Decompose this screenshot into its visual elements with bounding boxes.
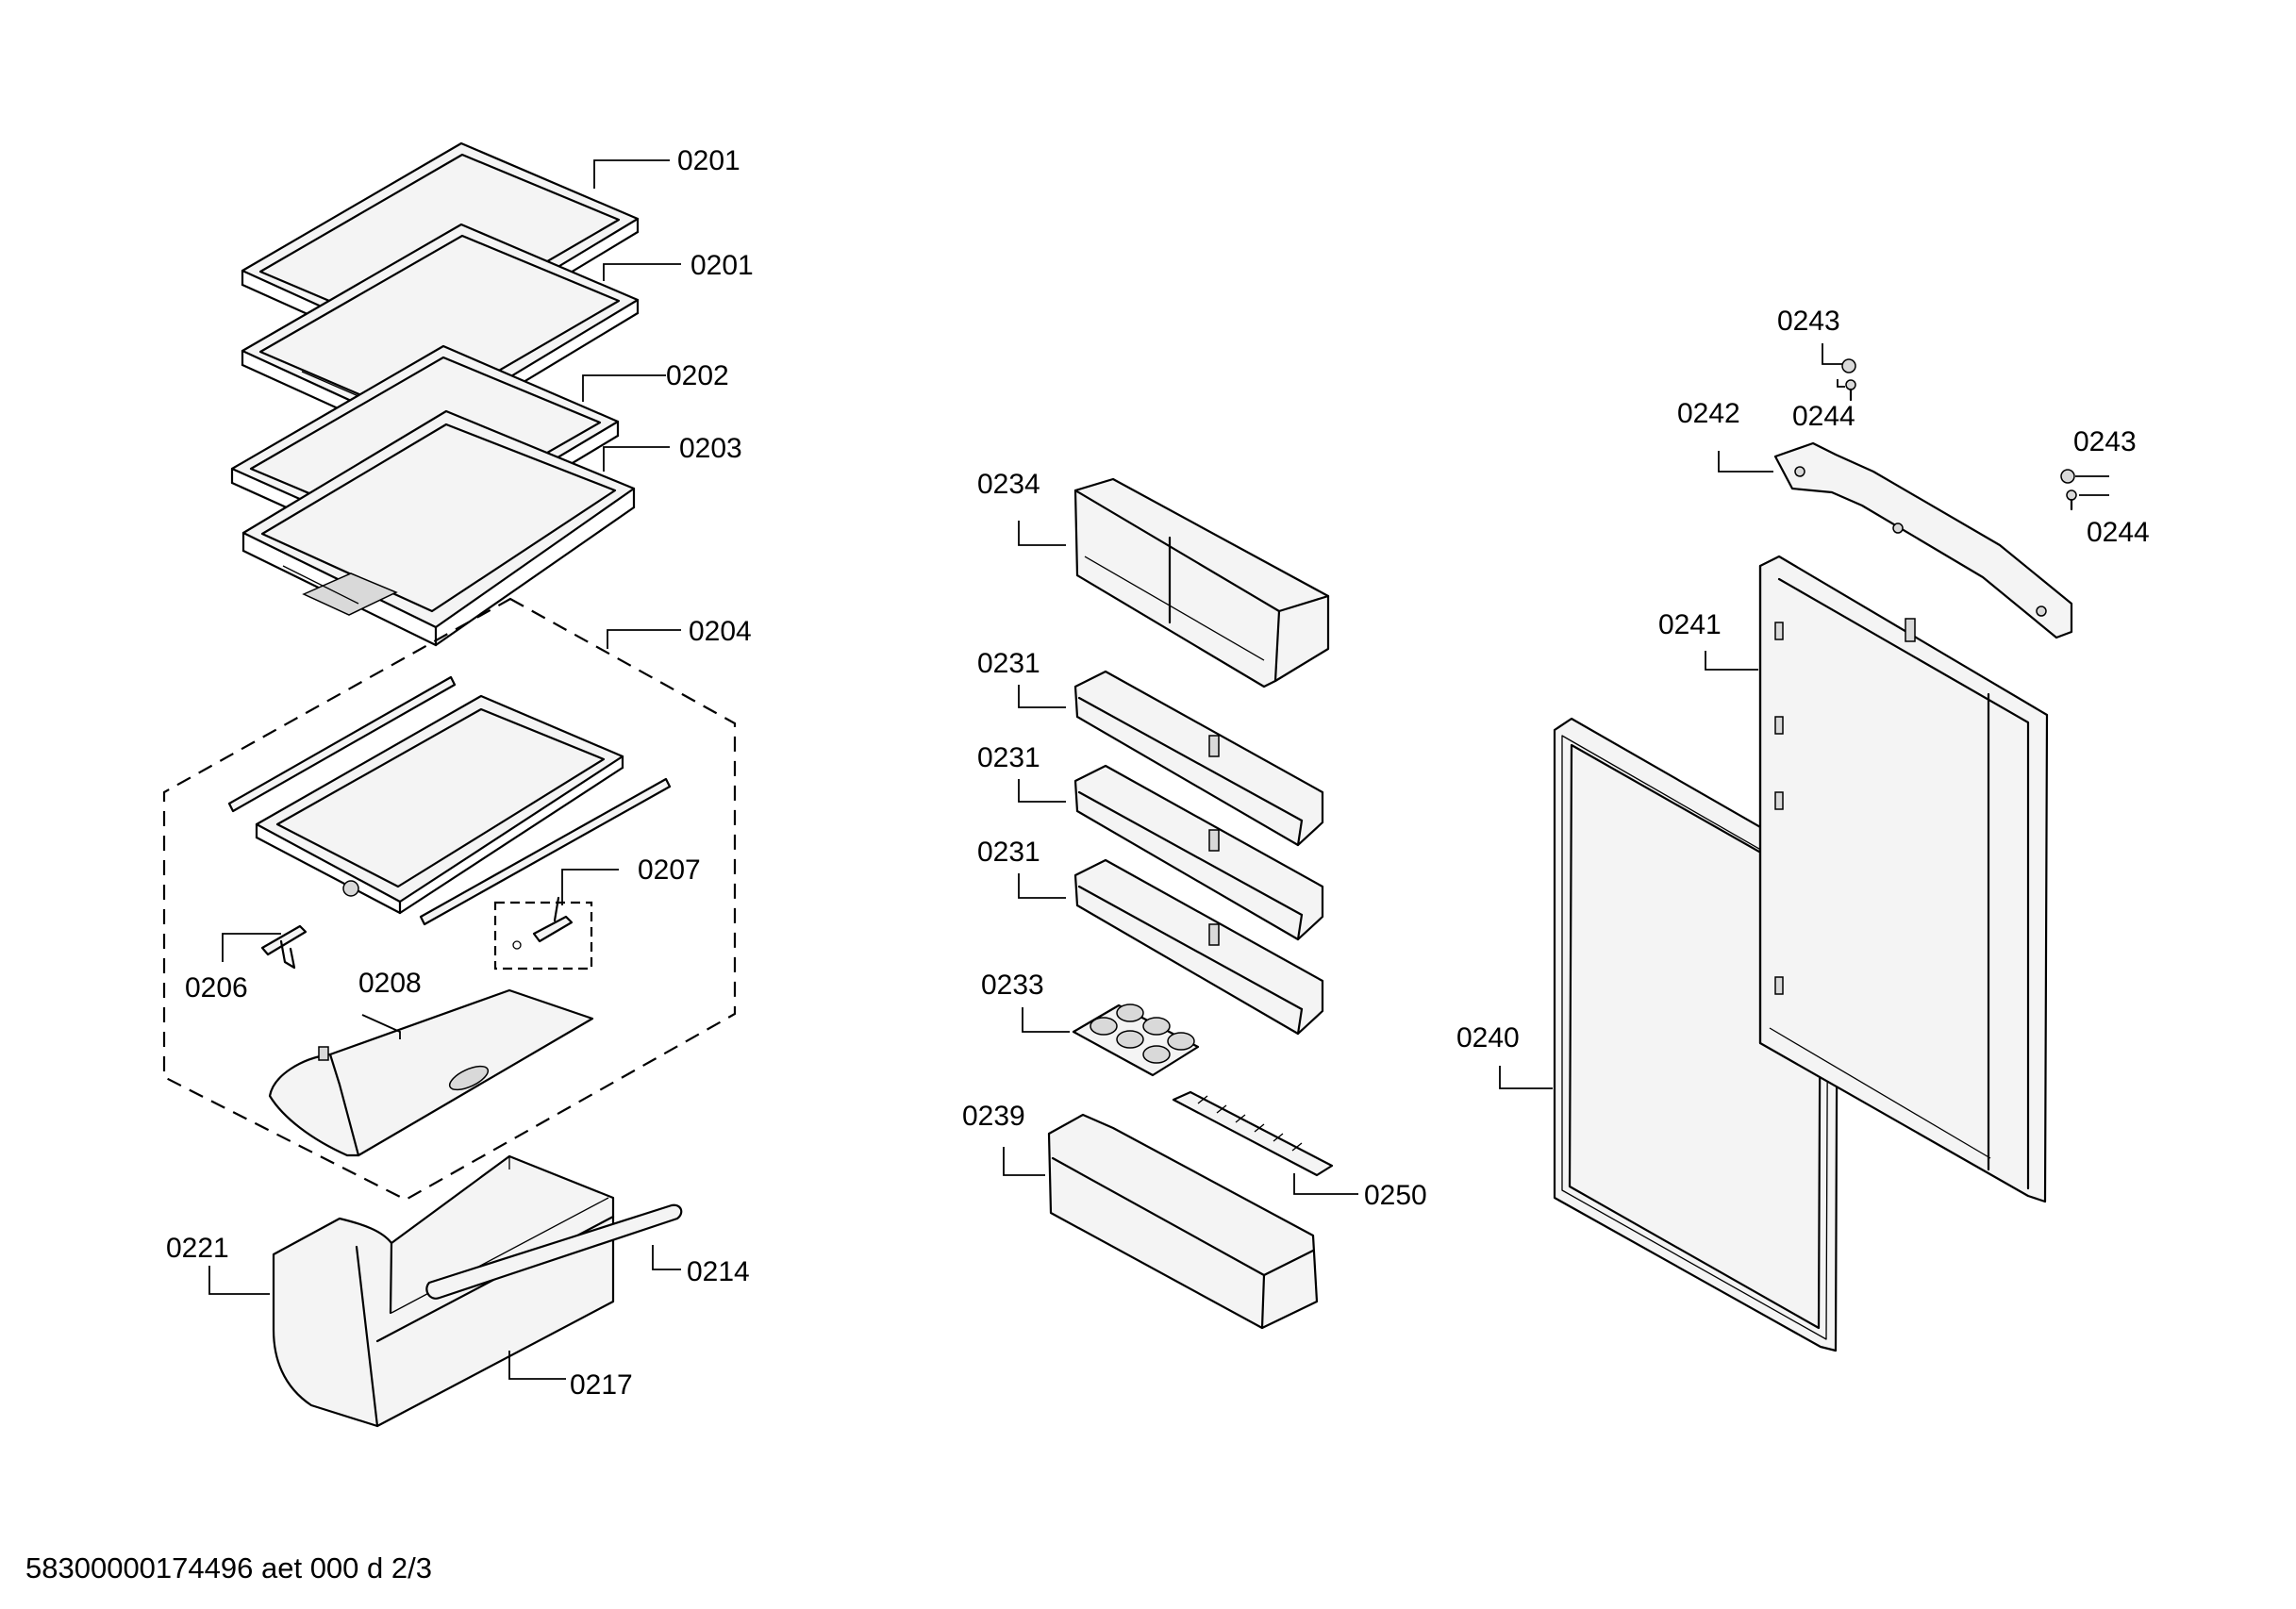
callout-0201-top: 0201: [677, 145, 740, 176]
callout-0206: 0206: [185, 972, 248, 1004]
assembly-boundary-0204: [162, 597, 737, 1202]
callout-0244-left: 0244: [1792, 401, 1855, 432]
document-code-footer: 58300000174496 aet 000 d 2/3: [25, 1551, 432, 1584]
callout-0239: 0239: [962, 1101, 1025, 1132]
screw-0244-b[interactable]: [2066, 489, 2077, 511]
callout-0203: 0203: [679, 433, 742, 464]
callout-0207: 0207: [638, 854, 701, 886]
callout-0243-left: 0243: [1777, 306, 1840, 337]
door-bin-0231-middle[interactable]: [1073, 764, 1324, 941]
callout-0240: 0240: [1456, 1022, 1520, 1053]
butter-compartment-0234[interactable]: [1073, 477, 1330, 688]
callout-0234: 0234: [977, 469, 1040, 500]
part-box-0207[interactable]: [493, 896, 593, 970]
screw-0244-a[interactable]: [1845, 379, 1856, 402]
callout-0231-middle: 0231: [977, 742, 1040, 773]
shelf-frame-0203[interactable]: [241, 409, 636, 647]
door-panel-0241[interactable]: [1758, 555, 2049, 1203]
callout-0221: 0221: [166, 1233, 229, 1264]
callout-0201-second: 0201: [690, 250, 754, 281]
drawer-handle-0214[interactable]: [425, 1203, 683, 1300]
callout-0208: 0208: [358, 968, 422, 999]
crisper-cover-shelf[interactable]: [227, 675, 672, 926]
clip-0206[interactable]: [260, 924, 308, 970]
bottle-retainer-0250[interactable]: [1172, 1090, 1334, 1177]
callout-0231-top: 0231: [977, 648, 1040, 679]
door-bin-0231-top[interactable]: [1073, 670, 1324, 847]
leader-lines: [208, 159, 2109, 1380]
callout-0233: 0233: [981, 970, 1044, 1001]
callout-0243-right: 0243: [2073, 426, 2137, 457]
callout-0242: 0242: [1677, 398, 1740, 429]
callout-0244-right: 0244: [2087, 517, 2150, 548]
egg-tray-0233[interactable]: [1072, 1004, 1200, 1077]
callout-0214: 0214: [687, 1256, 750, 1287]
bottle-bin-0239[interactable]: [1047, 1113, 1319, 1330]
hinge-bracket-0242[interactable]: [1773, 441, 2073, 639]
screw-0243-b[interactable]: [2060, 469, 2075, 484]
callout-0231-bottom: 0231: [977, 837, 1040, 868]
door-bin-0231-bottom[interactable]: [1073, 858, 1324, 1036]
callout-0250: 0250: [1364, 1180, 1427, 1211]
crisper-cover-0208[interactable]: [268, 988, 594, 1157]
callout-0202: 0202: [666, 360, 729, 391]
screw-0243-a[interactable]: [1841, 358, 1856, 373]
callout-0204: 0204: [689, 616, 752, 647]
callout-0241: 0241: [1658, 609, 1722, 640]
callout-0217: 0217: [570, 1369, 633, 1401]
